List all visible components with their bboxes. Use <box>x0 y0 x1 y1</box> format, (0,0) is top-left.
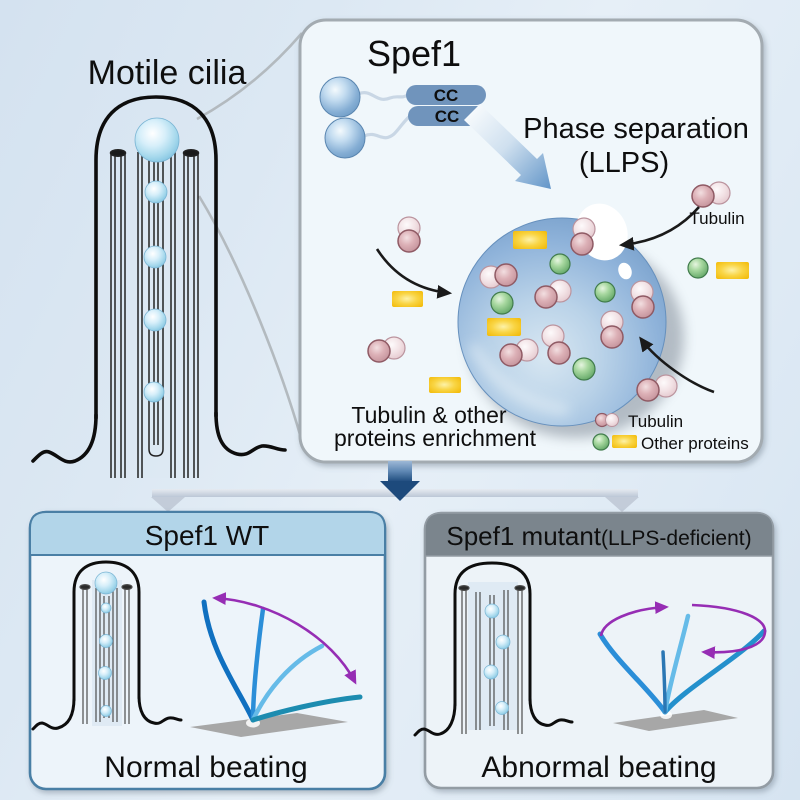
mutant-header-main: Spef1 mutant <box>446 521 601 551</box>
legend: Tubulin Other proteins <box>592 412 749 453</box>
mutant-caption: Abnormal beating <box>481 751 716 784</box>
mutant-beating-pattern <box>597 601 767 731</box>
mislocalized-spef1 <box>483 603 511 715</box>
mutant-panel-header <box>424 512 774 557</box>
other-protein-rect <box>429 377 461 393</box>
wt-caption: Normal beating <box>104 751 307 784</box>
wt-header-label: Spef1 WT <box>145 520 269 551</box>
spef1-label: Spef1 <box>367 33 461 74</box>
cilium-membrane <box>31 95 287 464</box>
other-protein-rect <box>513 231 547 249</box>
motile-cilia-title: Motile cilia <box>88 54 247 92</box>
wt-cilium <box>31 560 183 731</box>
phase-separation-label-line2: (LLPS) <box>579 147 669 179</box>
recruitment-arrows <box>375 206 715 394</box>
spef1-domain-sphere <box>324 117 366 159</box>
free-particles <box>367 181 749 402</box>
cc-label: CC <box>434 86 459 105</box>
mutant-panel: Spef1 mutant(LLPS-deficient) <box>413 511 775 790</box>
motile-cilia-illustration: Motile cilia <box>31 54 287 478</box>
phase-separation-arrow <box>464 104 551 189</box>
droplet-contents <box>479 217 655 381</box>
tubulin-pointer-label: Tubulin <box>689 209 744 228</box>
legend-yellow-icon <box>612 435 637 448</box>
beat-sweep-arrow <box>212 592 357 685</box>
magnification-callout-lines <box>196 32 303 439</box>
other-protein-green <box>687 257 709 279</box>
enrichment-caption-line2: proteins enrichment <box>334 425 537 451</box>
other-protein-rect <box>392 291 423 307</box>
other-protein-rect <box>716 262 749 279</box>
cc-label: CC <box>435 107 460 126</box>
basal-surface <box>613 710 738 731</box>
disordered-linker <box>363 114 412 140</box>
phase-separation-label-line1: Phase separation <box>523 113 749 145</box>
legend-tubulin-icon <box>605 413 619 427</box>
mutant-cilium <box>413 561 574 737</box>
spef1-condensates <box>134 117 180 403</box>
other-protein-rect <box>487 318 521 336</box>
basal-surface <box>190 713 348 737</box>
spef1-domain-sphere <box>319 76 361 118</box>
main-down-arrow <box>380 461 420 501</box>
mutant-header-label: Spef1 mutant(LLPS-deficient) <box>446 521 751 551</box>
legend-green-icon <box>592 433 610 451</box>
flow-arrows <box>151 461 639 512</box>
circular-beat-arrows <box>599 601 767 660</box>
ciliary-tip-condensate <box>134 117 180 163</box>
disordered-linker <box>357 91 409 101</box>
wt-panel: Spef1 WT <box>28 510 387 791</box>
legend-other-label: Other proteins <box>641 434 749 453</box>
wt-panel-header <box>29 511 386 556</box>
branch-arrowhead-left <box>151 497 185 512</box>
llps-panel: Spef1 CC CC Phase separation (LLPS) <box>298 18 764 464</box>
coiled-coil-pill <box>406 85 486 105</box>
enrichment-caption-line1: Tubulin & other <box>351 402 506 428</box>
droplet-vacuole-small <box>618 262 632 280</box>
green-proteins-inside <box>490 253 616 381</box>
branch-arrowhead-right <box>605 497 639 512</box>
legend-tubulin-label: Tubulin <box>628 412 683 431</box>
droplet-gloss <box>467 342 569 416</box>
wt-beating-pattern <box>190 592 363 737</box>
mutant-header-sub: (LLPS-deficient) <box>601 527 752 550</box>
tubulin-dimers-inside <box>479 217 655 367</box>
